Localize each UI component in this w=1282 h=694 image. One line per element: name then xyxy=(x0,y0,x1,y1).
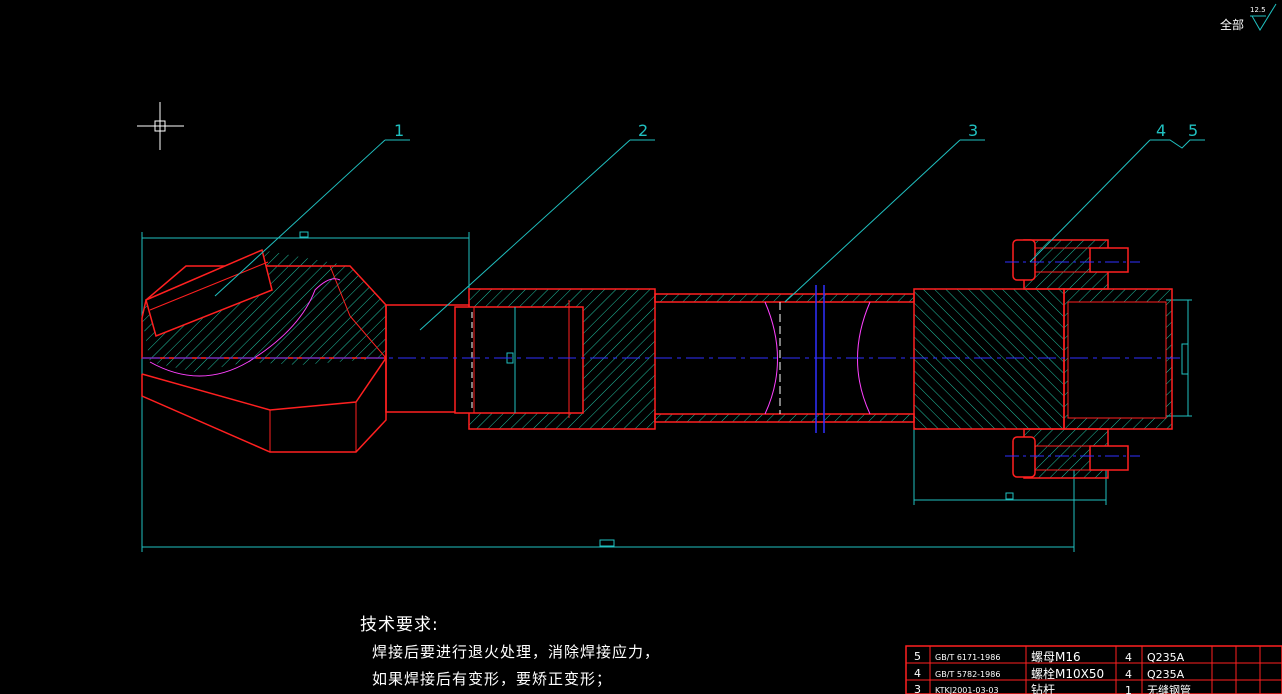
drill-bit-head xyxy=(141,248,387,453)
balloon-4: 4 xyxy=(1156,121,1166,140)
parts-row-5-name: 螺母M16 xyxy=(1031,650,1081,664)
parts-row-5-material: Q235A xyxy=(1147,651,1185,664)
parts-row-5-qty: 4 xyxy=(1125,651,1132,664)
parts-row-3-no: 3 xyxy=(914,683,921,694)
parts-row-4-name: 螺栓M10X50 xyxy=(1031,666,1104,681)
tech-requirements-title: 技术要求: xyxy=(360,615,439,635)
parts-row-3-material: 无缝钢管 xyxy=(1147,683,1191,694)
parts-row-5-standard: GB/T 6171-1986 xyxy=(935,653,1000,662)
flange-assembly xyxy=(913,239,1173,479)
parts-row-5-no: 5 xyxy=(914,650,921,663)
dimension-lines xyxy=(141,231,1192,552)
surface-finish-text: 全部 xyxy=(1220,18,1245,32)
parts-row-4-material: Q235A xyxy=(1147,668,1185,681)
parts-row-3-qty: 1 xyxy=(1125,684,1132,694)
balloon-5: 5 xyxy=(1188,121,1198,140)
parts-row-4-standard: GB/T 5782-1986 xyxy=(935,670,1000,679)
parts-list-table: 5 GB/T 6171-1986 螺母M16 4 Q235A 4 GB/T 57… xyxy=(905,645,1282,694)
tech-requirement-line-2: 如果焊接后有变形，要矫正变形； xyxy=(372,670,613,688)
balloon-3: 3 xyxy=(968,121,978,140)
leader-lines xyxy=(214,139,1205,331)
crosshair-cursor xyxy=(137,102,184,150)
parts-row-4-qty: 4 xyxy=(1125,668,1132,681)
surface-finish-symbol xyxy=(1250,3,1277,31)
parts-row-3-standard: KTKJ2001-03-03 xyxy=(935,686,999,694)
parts-row-4-no: 4 xyxy=(914,667,921,680)
balloon-1: 1 xyxy=(394,121,404,140)
drill-pipe xyxy=(654,285,915,433)
technical-requirements: 技术要求: 焊接后要进行退火处理，消除焊接应力， 如果焊接后有变形，要矫正变形； xyxy=(360,610,660,689)
tech-requirement-line-1: 焊接后要进行退火处理，消除焊接应力， xyxy=(372,643,661,661)
surface-finish-value: 12.5 xyxy=(1250,6,1266,14)
coupling-sleeve xyxy=(385,288,656,430)
balloon-2: 2 xyxy=(638,121,648,140)
parts-row-3-name: 钻杆 xyxy=(1031,682,1055,694)
